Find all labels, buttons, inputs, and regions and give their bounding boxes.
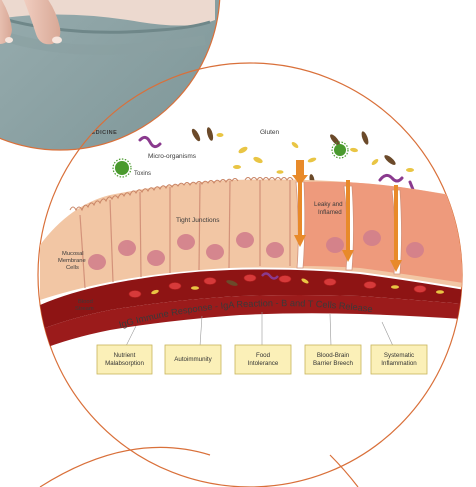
leaky-label-line2: Inflamed (318, 209, 342, 216)
lower-arc-left (40, 447, 210, 487)
outcome-box-systematic-inflammation: Systematic Inflammation (371, 345, 427, 374)
svg-text:Malabsorption: Malabsorption (105, 360, 144, 367)
outcome-box-food-intolerance: Food Intolerance (235, 345, 291, 374)
svg-text:Autoimmunity: Autoimmunity (174, 356, 212, 363)
svg-text:Inflammation: Inflammation (381, 360, 417, 367)
mucosal-label-line3: Cells (66, 265, 79, 271)
outcome-box-blood-brain-barrier: Blood-Brain Barrier Breech (305, 345, 361, 374)
gluten-label: Gluten (260, 129, 280, 136)
outcome-box-autoimmunity: Autoimmunity (165, 345, 221, 374)
svg-text:Barrier Breech: Barrier Breech (313, 360, 353, 367)
toxins-label: Toxins (134, 171, 151, 177)
gut-diagram: FOOD & MEDICINE Gluten Micro-organisms T… (40, 127, 476, 374)
svg-text:Nutrient: Nutrient (114, 352, 136, 359)
outcome-box-nutrient-malabsorption: Nutrient Malabsorption (97, 345, 152, 374)
svg-text:Intolerance: Intolerance (248, 360, 279, 367)
svg-text:Food: Food (256, 352, 271, 359)
belly-photo (0, 0, 230, 150)
svg-text:Blood-Brain: Blood-Brain (317, 352, 350, 359)
tight-junctions-label: Tight Junctions (176, 217, 220, 224)
micro-organisms-label: Micro-organisms (148, 153, 197, 160)
outcome-boxes: Nutrient Malabsorption Autoimmunity Food… (97, 345, 427, 374)
blood-label-line2: Stream (75, 306, 94, 312)
leaky-label-line1: Leaky and (314, 201, 343, 208)
svg-text:Systematic: Systematic (384, 352, 414, 359)
blood-label-line1: Blood (78, 299, 93, 305)
mucosal-label-line2: Membrane (58, 258, 86, 264)
mucosal-label-line1: Mucosal (62, 251, 84, 257)
